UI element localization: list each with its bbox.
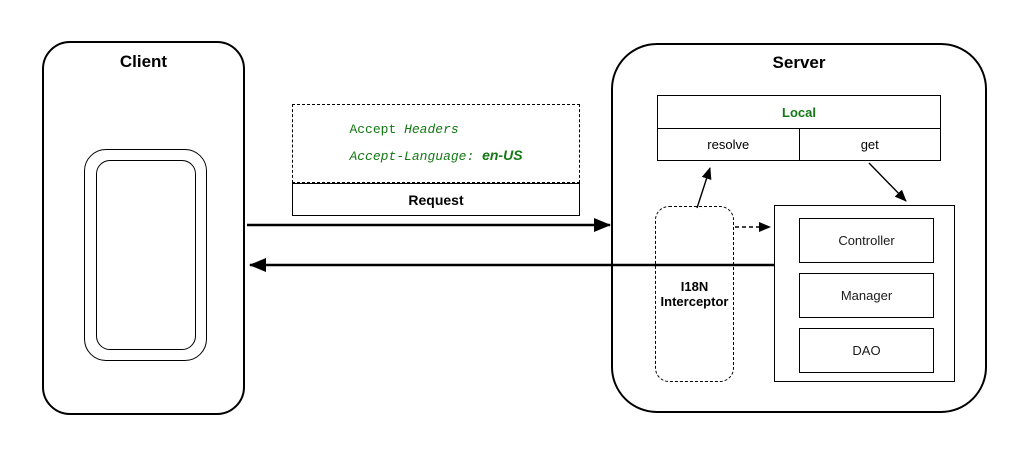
accept-headers-line: Accept Headers (349, 122, 522, 138)
i18n-interceptor-box: I18N Interceptor (655, 206, 734, 382)
accept-language-line: Accept-Language: en-US (349, 147, 522, 165)
request-headers-box: Accept Headers Accept-Language: en-US (292, 104, 580, 183)
client-title: Client (119, 52, 168, 71)
request-headers-text: Accept Headers Accept-Language: en-US (349, 122, 522, 165)
accept-word: Accept (349, 122, 397, 137)
server-title: Server (772, 53, 826, 72)
interceptor-label-line2: Interceptor (660, 294, 729, 309)
local-cell-get: get (860, 137, 879, 152)
phone-screen-icon (96, 160, 196, 350)
layer-manager: Manager (799, 273, 934, 318)
request-label-box: Request (292, 183, 580, 216)
layer-dao: DAO (799, 328, 934, 373)
client-box (42, 41, 245, 415)
server-box (611, 43, 987, 413)
layers-container: Controller Manager DAO (774, 205, 955, 382)
headers-word: Headers (404, 122, 459, 137)
interceptor-label-line1: I18N (680, 279, 709, 294)
phone-icon (84, 149, 207, 361)
accept-language-value: en-US (482, 147, 523, 163)
local-table: Local resolve get (657, 95, 941, 161)
accept-language-key: Accept-Language: (349, 149, 475, 164)
request-label: Request (408, 191, 464, 208)
layer-controller: Controller (799, 218, 934, 263)
local-table-cells: resolve get (658, 129, 940, 160)
local-cell-resolve: resolve (658, 129, 800, 160)
local-table-header: Local (658, 96, 940, 129)
